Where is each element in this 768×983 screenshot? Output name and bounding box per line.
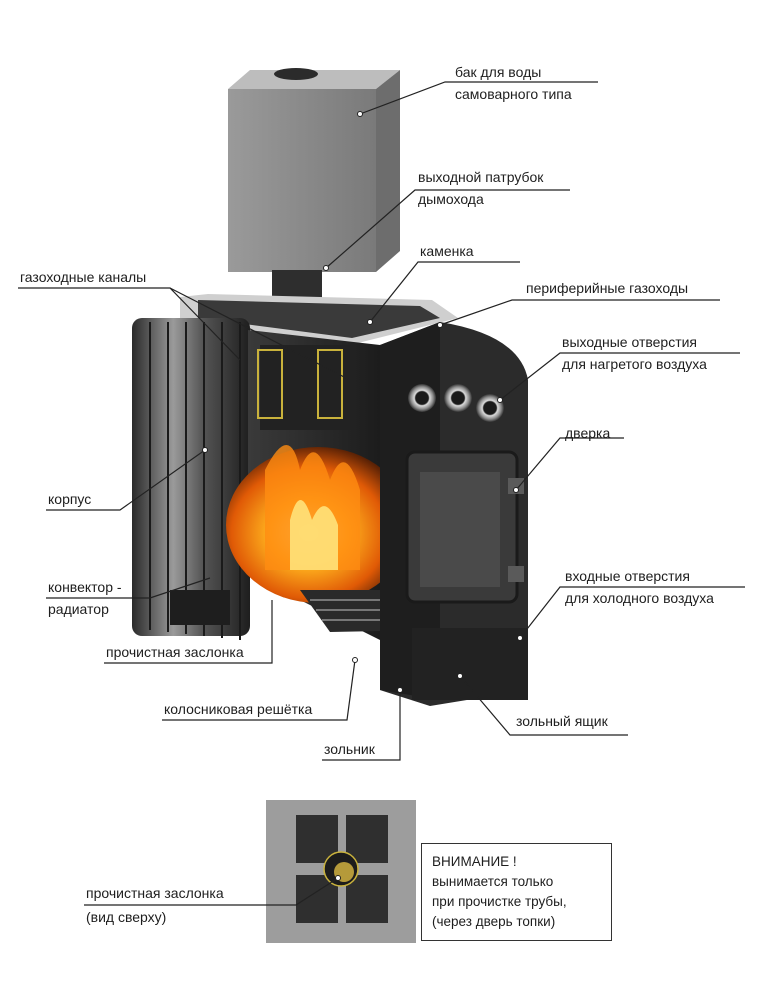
water-tank bbox=[228, 68, 400, 272]
leader-lines bbox=[18, 81, 745, 906]
damper-top-view bbox=[266, 800, 416, 943]
label-outlet-pipe-1: выходной патрубок bbox=[418, 169, 544, 185]
label-damper-top-view-1: прочистная заслонка bbox=[86, 885, 224, 901]
stove-front bbox=[380, 322, 528, 706]
label-ash-box: зольный ящик bbox=[516, 713, 608, 729]
firebox bbox=[226, 330, 410, 640]
stove-body bbox=[132, 318, 250, 640]
warning-title: ВНИМАНИЕ ! bbox=[432, 854, 517, 869]
label-door: дверка bbox=[565, 425, 611, 441]
label-outlet-pipe-2: дымохода bbox=[418, 191, 484, 207]
label-damper-top-view-2: (вид сверху) bbox=[86, 909, 167, 925]
warning-line-1: вынимается только bbox=[432, 874, 554, 889]
label-hot-air-outlets-2: для нагретого воздуха bbox=[562, 356, 707, 372]
warning-line-3: (через дверь топки) bbox=[432, 914, 556, 929]
label-body: корпус bbox=[48, 491, 92, 507]
warning-note: ВНИМАНИЕ ! вынимается только при прочист… bbox=[421, 843, 612, 941]
label-convector-1: конвектор - bbox=[48, 579, 122, 595]
label-convector-2: радиатор bbox=[48, 601, 109, 617]
warning-line-2: при прочистке трубы, bbox=[432, 894, 567, 909]
label-heater-stones: каменка bbox=[420, 243, 474, 259]
label-peripheral-flues: периферийные газоходы bbox=[526, 280, 689, 296]
label-gas-channels: газоходные каналы bbox=[20, 269, 147, 285]
label-cold-air-inlets-2: для холодного воздуха bbox=[565, 590, 714, 606]
label-cleaning-damper: прочистная заслонка bbox=[106, 644, 244, 660]
label-cold-air-inlets-1: входные отверстия bbox=[565, 568, 690, 584]
leader-dots bbox=[202, 111, 523, 881]
label-ash-pit: зольник bbox=[324, 741, 375, 757]
label-hot-air-outlets-1: выходные отверстия bbox=[562, 334, 698, 350]
label-grate: колосниковая решётка bbox=[164, 701, 313, 717]
label-tank-1: бак для воды bbox=[455, 64, 542, 80]
label-tank-2: самоварного типа bbox=[455, 86, 572, 102]
